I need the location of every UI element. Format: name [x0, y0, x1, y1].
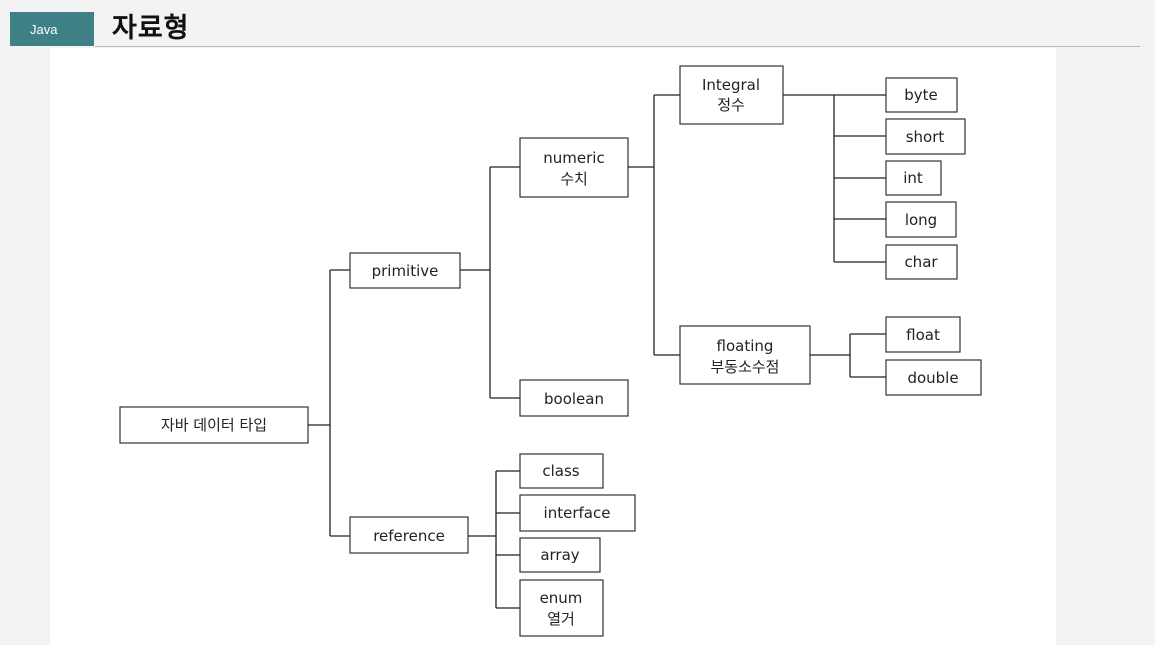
node-root-label: 자바 데이터 타입	[161, 416, 267, 434]
connector-numeric	[628, 94, 680, 356]
node-int-box	[885, 160, 942, 196]
node-numeric-label-en: numeric	[543, 149, 604, 167]
node-primitive-box	[349, 252, 461, 289]
connector-primitive	[460, 166, 520, 399]
connector-reference	[468, 470, 520, 609]
node-interface-box	[519, 494, 636, 532]
node-class-box	[519, 453, 604, 489]
node-long-label: long	[905, 211, 937, 229]
node-short-label: short	[906, 128, 945, 146]
node-root-box	[119, 406, 309, 444]
node-boolean-box	[519, 379, 629, 417]
node-interface-label: interface	[544, 504, 611, 522]
node-integral-label-en: Integral	[702, 76, 760, 94]
node-float-box	[885, 316, 961, 353]
node-floating-label-en: floating	[717, 337, 774, 355]
node-boolean-label: boolean	[544, 390, 604, 408]
node-integral-box	[679, 65, 784, 125]
node-enum-label-en: enum	[540, 589, 583, 607]
node-numeric-label-ko: 수치	[560, 170, 588, 188]
node-primitive-label: primitive	[372, 262, 439, 280]
header-divider	[95, 46, 1140, 47]
page-title: 자료형	[112, 13, 190, 44]
node-float-label: float	[906, 326, 940, 344]
connector-integral	[783, 94, 886, 263]
node-floating-box	[679, 325, 811, 385]
node-numeric-box	[519, 137, 629, 198]
node-byte-box	[885, 77, 958, 113]
node-short-box	[885, 118, 966, 155]
node-array-label: array	[540, 546, 579, 564]
node-char-box	[885, 244, 958, 280]
node-reference-box	[349, 516, 469, 554]
connector-root	[308, 269, 350, 537]
node-integral-label-ko: 정수	[717, 96, 745, 114]
node-floating-label-ko: 부동소수점	[710, 358, 779, 376]
node-double-box	[885, 359, 982, 396]
node-char-label: char	[904, 253, 938, 271]
node-double-label: double	[907, 369, 958, 387]
node-class-label: class	[542, 462, 579, 480]
node-array-box	[519, 537, 601, 573]
node-int-label: int	[903, 169, 923, 187]
node-enum-label-ko: 열거	[547, 610, 575, 628]
node-reference-label: reference	[373, 527, 445, 545]
connector-floating	[810, 333, 886, 378]
node-byte-label: byte	[904, 86, 938, 104]
page-header: Java 자료형	[0, 0, 1155, 48]
category-tag: Java	[10, 12, 94, 46]
node-long-box	[885, 201, 957, 238]
node-enum-box	[519, 579, 604, 637]
